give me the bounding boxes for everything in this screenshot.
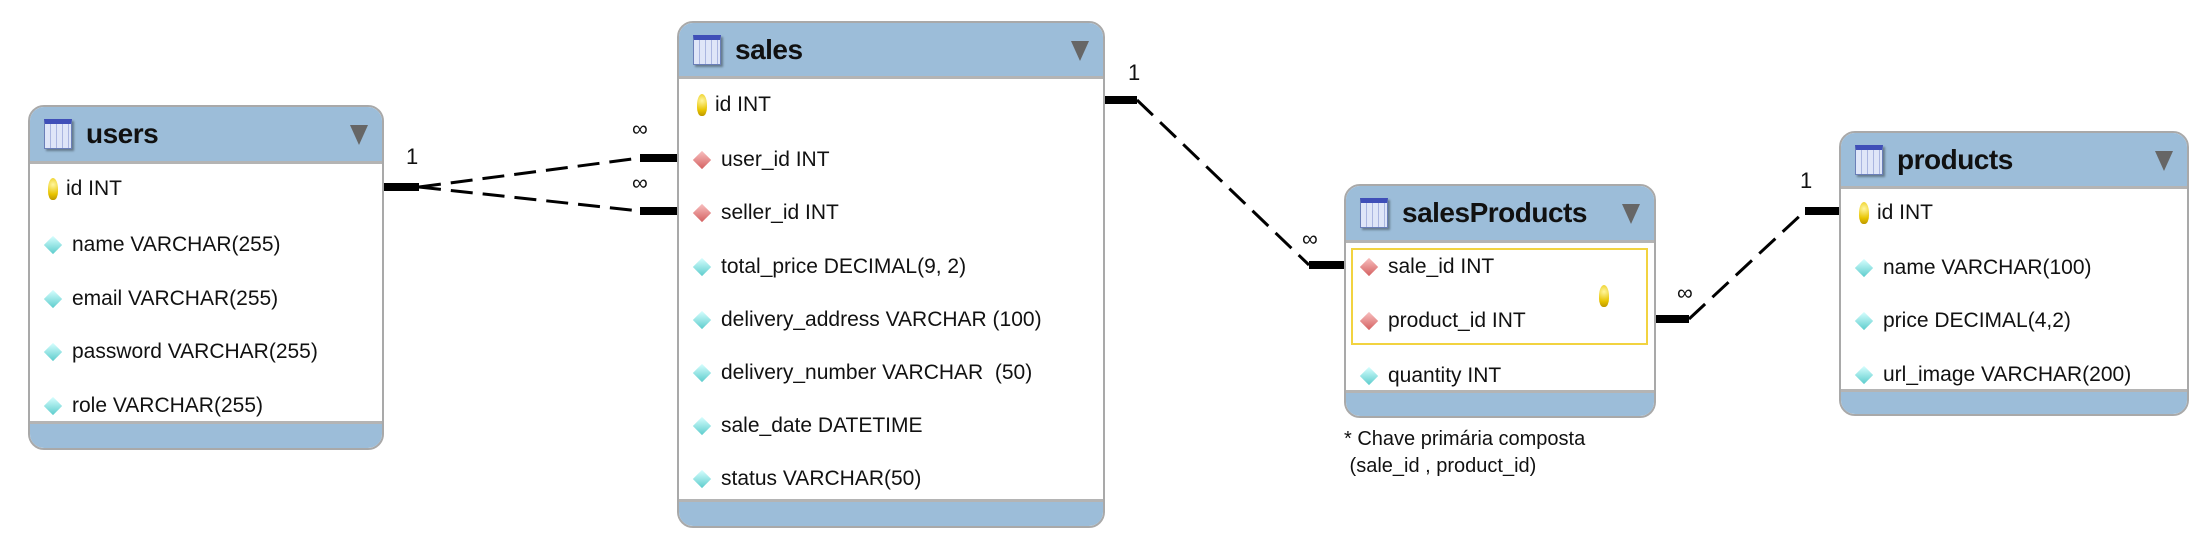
composite-key-box: [1351, 248, 1648, 345]
column-row[interactable]: id INT: [679, 87, 1103, 123]
column-row[interactable]: product_id INT: [1346, 303, 1654, 339]
column-row[interactable]: sale_id INT: [1346, 249, 1654, 285]
column-diamond-icon: [692, 310, 712, 330]
column-row[interactable]: password VARCHAR(255): [30, 334, 382, 370]
column-diamond-icon: [43, 396, 63, 416]
table-icon: [693, 34, 721, 65]
column-row[interactable]: name VARCHAR(100): [1841, 250, 2187, 286]
cardinality-one-label: 1: [1128, 60, 1141, 85]
table-title: sales: [735, 33, 803, 65]
column-row[interactable]: role VARCHAR(255): [30, 388, 382, 424]
note-line-2: (sale_id , product_id): [1344, 455, 1537, 477]
column-row[interactable]: id INT: [30, 171, 382, 207]
primary-key-icon: [1859, 202, 1869, 224]
note-line-1: * Chave primária composta: [1344, 428, 1586, 450]
collapse-arrow-icon[interactable]: [1071, 40, 1089, 61]
column-row[interactable]: total_price DECIMAL(9, 2): [679, 249, 1103, 285]
column-label: delivery_number VARCHAR (50): [721, 361, 1033, 384]
column-label: total_price DECIMAL(9, 2): [721, 255, 967, 278]
column-row[interactable]: url_image VARCHAR(200): [1841, 357, 2187, 393]
column-label: delivery_address VARCHAR (100): [721, 308, 1042, 331]
column-row[interactable]: quantity INT: [1346, 358, 1654, 394]
column-row[interactable]: name VARCHAR(255): [30, 227, 382, 263]
column-diamond-icon: [692, 416, 712, 436]
column-row[interactable]: id INT: [1841, 195, 2187, 231]
table-footer: [679, 499, 1103, 526]
column-label: sale_id INT: [1388, 255, 1495, 278]
table-products[interactable]: products id INT name VARCHAR(100) price …: [1839, 131, 2189, 416]
column-row[interactable]: sale_date DATETIME: [679, 408, 1103, 444]
table-title: users: [86, 118, 159, 149]
column-diamond-icon: [43, 342, 63, 362]
column-row[interactable]: delivery_number VARCHAR (50): [679, 355, 1103, 391]
table-title: salesProducts: [1402, 197, 1587, 228]
cardinality-many-label: ∞: [1302, 226, 1318, 251]
cardinality-many-label: ∞: [632, 170, 648, 195]
column-diamond-icon: [692, 257, 712, 277]
table-users[interactable]: users id INT name VARCHAR(255) email VAR…: [28, 105, 384, 450]
collapse-arrow-icon[interactable]: [1622, 204, 1640, 224]
column-label: seller_id INT: [721, 201, 839, 224]
column-label: product_id INT: [1388, 309, 1526, 332]
table-sales[interactable]: sales id INT user_id INT seller_id INT t…: [677, 21, 1105, 528]
table-header[interactable]: salesProducts: [1346, 186, 1654, 243]
table-footer: [30, 421, 382, 448]
column-label: sale_date DATETIME: [721, 414, 923, 437]
column-diamond-icon: [692, 363, 712, 383]
table-footer: [1346, 390, 1654, 416]
collapse-arrow-icon[interactable]: [2155, 150, 2173, 171]
column-label: quantity INT: [1388, 364, 1502, 387]
foreign-key-diamond-icon: [692, 203, 712, 223]
column-label: status VARCHAR(50): [721, 467, 922, 490]
column-row[interactable]: delivery_address VARCHAR (100): [679, 302, 1103, 338]
table-header[interactable]: products: [1841, 133, 2187, 189]
composite-primary-key-icon: [1599, 285, 1609, 307]
relationship-products-salesproducts: [1656, 207, 1839, 323]
column-diamond-icon: [1854, 258, 1874, 278]
relationship-users-sales-user: [384, 154, 677, 191]
column-label: name VARCHAR(100): [1883, 256, 2092, 279]
table-icon: [1855, 144, 1883, 175]
column-diamond-icon: [43, 235, 63, 255]
column-label: role VARCHAR(255): [72, 394, 263, 417]
table-icon: [44, 119, 72, 149]
primary-key-icon: [48, 178, 58, 200]
table-header[interactable]: users: [30, 107, 382, 164]
table-title: products: [1897, 143, 2013, 175]
table-salesproducts[interactable]: salesProducts sale_id INT product_id INT…: [1344, 184, 1656, 418]
column-row[interactable]: email VARCHAR(255): [30, 281, 382, 317]
column-label: price DECIMAL(4,2): [1883, 309, 2071, 332]
composite-key-note: * Chave primária composta (sale_id , pro…: [1344, 426, 1585, 480]
foreign-key-diamond-icon: [692, 150, 712, 170]
column-label: name VARCHAR(255): [72, 233, 281, 256]
column-label: id INT: [1877, 201, 1934, 224]
relationship-users-sales-seller: [418, 185, 677, 215]
cardinality-one-label: 1: [406, 144, 419, 169]
column-row[interactable]: user_id INT: [679, 142, 1103, 178]
column-row[interactable]: seller_id INT: [679, 195, 1103, 231]
table-header[interactable]: sales: [679, 23, 1103, 79]
column-label: email VARCHAR(255): [72, 287, 279, 310]
table-footer: [1841, 389, 2187, 414]
cardinality-one-label: 1: [1800, 168, 1813, 193]
cardinality-many-label: ∞: [1677, 280, 1693, 305]
column-diamond-icon: [1359, 366, 1379, 386]
cardinality-many-label: ∞: [632, 116, 648, 141]
column-label: id INT: [66, 177, 123, 200]
column-label: url_image VARCHAR(200): [1883, 363, 2132, 386]
table-icon: [1360, 198, 1388, 228]
column-diamond-icon: [1854, 365, 1874, 385]
relationship-sales-salesproducts: [1105, 96, 1344, 269]
column-label: id INT: [715, 93, 772, 116]
column-row[interactable]: price DECIMAL(4,2): [1841, 303, 2187, 339]
column-row[interactable]: status VARCHAR(50): [679, 461, 1103, 497]
column-diamond-icon: [43, 289, 63, 309]
collapse-arrow-icon[interactable]: [350, 125, 368, 145]
column-label: password VARCHAR(255): [72, 340, 318, 363]
column-diamond-icon: [692, 469, 712, 489]
column-label: user_id INT: [721, 148, 830, 171]
column-diamond-icon: [1854, 311, 1874, 331]
primary-key-icon: [697, 94, 707, 116]
